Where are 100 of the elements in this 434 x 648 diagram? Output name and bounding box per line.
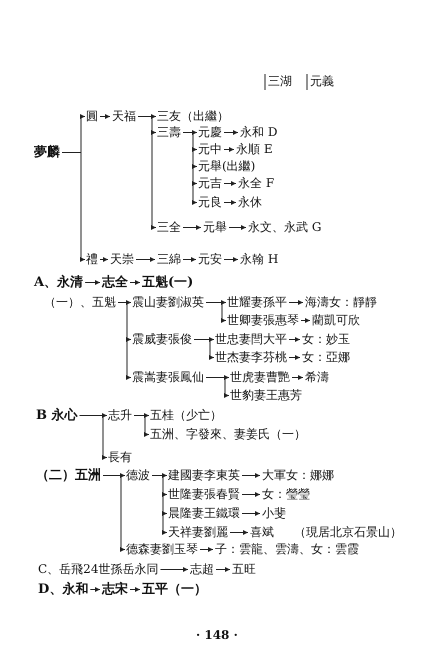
name-text: 震嵩妻張鳳仙: [132, 370, 204, 385]
name-text: 世忠妻閆大平: [215, 332, 287, 347]
branch-heading: 五平（一）: [142, 582, 207, 597]
name-text: 志超: [190, 562, 214, 577]
branch-heading: 夢麟: [34, 145, 60, 160]
name-text: 震威妻張俊: [132, 332, 192, 347]
name-text: 三綿: [157, 252, 181, 267]
name-text: 天祥妻劉麗: [168, 525, 228, 540]
name-text: 禮: [86, 252, 98, 267]
name-text: 永翰 H: [240, 252, 278, 267]
name-text: 元安: [198, 252, 222, 267]
name-text: 五洲、字發來、妻姜氏（一）: [150, 427, 306, 442]
page-number: · 148 ·: [196, 628, 238, 643]
name-text: 永全 F: [238, 176, 274, 191]
name-text: 五旺: [232, 562, 256, 577]
name-text: 志升: [108, 408, 132, 423]
arrow: [182, 225, 202, 230]
arrow: [224, 200, 236, 205]
name-text: 震山妻劉淑英: [132, 295, 204, 310]
name-text: 女：瑩瑩: [262, 487, 310, 502]
arrow: [160, 567, 188, 572]
bracket-connector: [138, 116, 156, 230]
name-text: 元舉(出繼): [198, 159, 256, 174]
arrow: [224, 181, 236, 186]
arrow: [224, 257, 238, 262]
arrow: [200, 547, 214, 552]
name-text: 五桂（少亡）: [150, 408, 222, 423]
name-text: 元中: [198, 142, 222, 157]
branch-heading: 五魁(一): [142, 275, 194, 290]
name-text: 小斐: [262, 506, 286, 521]
name-text: 長有: [108, 450, 132, 465]
generation-label: 元義: [310, 74, 334, 89]
name-text: 永文、永武 G: [248, 220, 322, 235]
name-text: 女：亞娜: [302, 350, 350, 365]
name-text: 世虎妻曹艷: [230, 370, 290, 385]
name-text: 藺凱可欣: [312, 313, 360, 328]
name-text: 元舉: [203, 220, 227, 235]
arrow: [300, 318, 310, 323]
arrow: [224, 147, 234, 152]
arrow: [84, 280, 100, 285]
bracket-connector: [134, 415, 150, 437]
name-text: 天福: [112, 109, 136, 124]
name-text: 元吉: [198, 176, 222, 191]
name-text: 元良: [198, 195, 222, 210]
branch-heading: （二）五洲: [36, 468, 101, 483]
arrow: [228, 225, 246, 230]
arrow: [182, 257, 196, 262]
name-text: 世隆妻張春賢: [168, 487, 240, 502]
name-text: 海濤女：靜靜: [305, 295, 377, 310]
arrow: [100, 257, 108, 262]
arrow: [242, 473, 260, 478]
arrow: [242, 511, 260, 516]
name-text: 女：妙玉: [302, 332, 350, 347]
name-text: 世豹妻王惠芳: [230, 388, 302, 403]
arrow: [288, 300, 304, 305]
name-text: 三全: [157, 220, 181, 235]
bracket-connector: [206, 377, 230, 398]
branch-heading: A、永清: [34, 275, 84, 290]
arrow: [90, 587, 100, 592]
name-text: C、岳飛24世孫岳永同: [38, 562, 158, 577]
arrow: [288, 337, 300, 342]
arrow: [130, 587, 140, 592]
arrow: [130, 280, 140, 285]
name-text: 天崇: [110, 252, 134, 267]
arrow: [216, 567, 230, 572]
arrow: [230, 530, 248, 535]
name-text: 三壽: [157, 125, 181, 140]
name-text: 元慶: [198, 125, 222, 140]
bracket-connector: [194, 339, 214, 360]
name-text: 永休: [238, 195, 262, 210]
bracket-connector: [182, 132, 198, 205]
branch-heading: 志全: [102, 275, 128, 290]
name-text: 德波: [126, 468, 150, 483]
bracket-connector: [152, 475, 168, 535]
bracket-connector: [206, 302, 226, 323]
arrow: [288, 355, 300, 360]
name-text: 永和 D: [240, 125, 278, 140]
note-text: （現居北京石景山）: [294, 525, 402, 539]
name-text: 世杰妻李芬桃: [215, 350, 287, 365]
name-text: 世耀妻孫平: [227, 295, 287, 310]
name-text: 子：雲龍、雲濤、女：雲霞: [215, 542, 359, 557]
generation-label: 三湖: [268, 74, 292, 89]
arrow: [242, 492, 260, 497]
name-text: 世卿妻張惠琴: [227, 313, 299, 328]
branch-heading: B 永心: [36, 408, 78, 423]
arrow: [224, 130, 238, 135]
branch-heading: D、永和: [38, 582, 88, 597]
arrow: [100, 114, 110, 119]
bracket-connector: [102, 475, 126, 552]
bracket-connector: [79, 415, 108, 460]
arrow: [292, 375, 304, 380]
name-text: 建國妻李東英: [168, 468, 240, 483]
name-text: （一）、五魁: [44, 295, 116, 310]
name-text: 大軍女：娜娜: [262, 468, 334, 483]
name-text: 希濤: [305, 370, 329, 385]
name-text: 永順 E: [236, 142, 273, 157]
name-text: 德森妻劉玉琴: [126, 542, 198, 557]
name-text: 圓: [86, 109, 98, 124]
branch-heading: 志宋: [102, 582, 128, 597]
name-text: 喜斌: [250, 525, 274, 539]
